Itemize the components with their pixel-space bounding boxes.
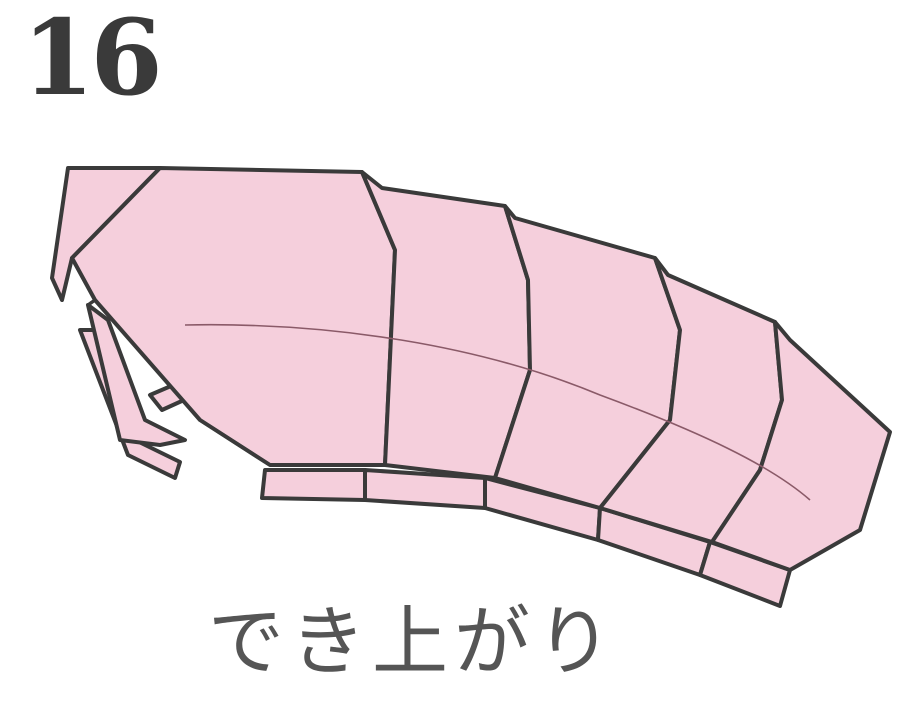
head-flap (50, 166, 162, 302)
underside-strip-1 (260, 468, 367, 502)
step-number: 16 (22, 0, 163, 119)
underside-fold-line (199, 418, 271, 467)
leg-flap-upper (86, 303, 187, 447)
center-crease (184, 323, 811, 501)
head-fold-line (70, 257, 97, 307)
body-segment-5 (710, 320, 892, 572)
completion-caption: でき上がり (208, 597, 618, 686)
